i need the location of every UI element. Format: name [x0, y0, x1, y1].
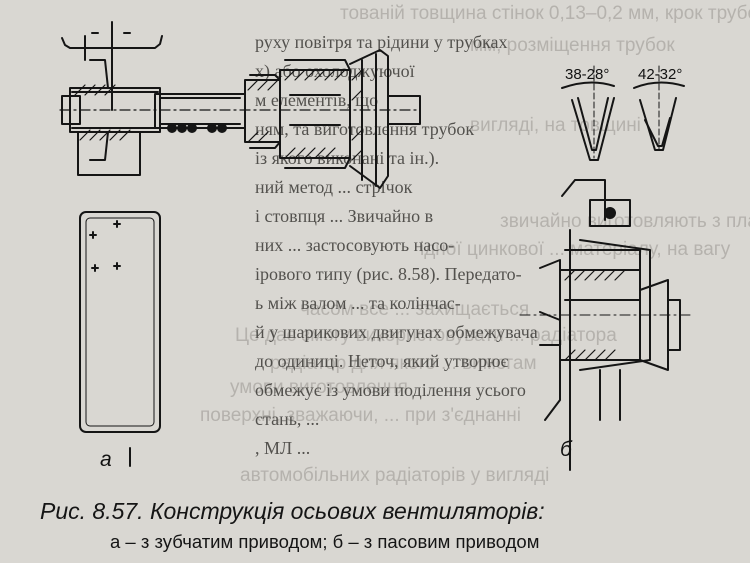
hub-left	[61, 59, 161, 176]
figure-caption-title: Рис. 8.57. Конструкція осьових вентилято…	[40, 498, 545, 524]
background-text: руху повітря та рідини у трубках х) або …	[255, 32, 538, 458]
figure-label-a: а	[100, 448, 112, 471]
angle-label-right: 42-32°	[638, 66, 683, 83]
figure-caption-subtitle: а – з зубчатим приводом; б – з пасовим п…	[110, 531, 540, 552]
mounting-plate	[79, 211, 161, 467]
angle-label-left: 38-28°	[565, 66, 610, 83]
belt-pulley-assembly	[519, 65, 691, 471]
gear-housing	[154, 49, 421, 189]
figure-label-b: б	[560, 438, 572, 461]
fan-blade-top	[61, 21, 163, 111]
